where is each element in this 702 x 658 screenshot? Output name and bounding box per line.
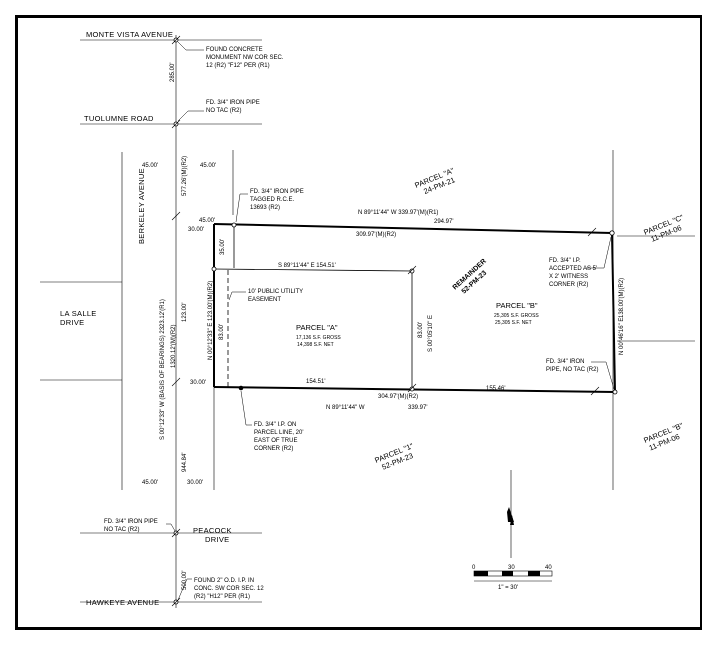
svg-text:CORNER (R2): CORNER (R2) [254, 446, 293, 452]
scale-tick-30: 30 [508, 565, 515, 571]
street-peacock-drive: DRIVE [205, 535, 229, 544]
dim-123: 123.00' [182, 303, 188, 323]
scale-bar [473, 570, 553, 582]
svg-text:FD. 3/4" IRON PIPE: FD. 3/4" IRON PIPE [206, 100, 260, 106]
note-witness: FD. 3/4" I.P. ACCEPTED AS 5' X 2' WITNES… [549, 258, 597, 288]
svg-text:CORNER (R2): CORNER (R2) [549, 282, 588, 288]
note-ip-on-line: FD. 3/4" I.P. ON PARCEL LINE, 20' EAST O… [254, 422, 304, 452]
note-tuolumne-pipe: FD. 3/4" IRON PIPE NO TAC (R2) [206, 100, 260, 114]
svg-text:CONC. SW COR SEC. 12: CONC. SW COR SEC. 12 [194, 586, 264, 592]
adjacent-parcel-1: PARCEL "1" 52-PM-23 [373, 441, 414, 472]
dim-45-mid: 45.00' [199, 218, 215, 224]
parcel-a-net: 14,398 S.F. NET [297, 342, 334, 348]
dim-45-tr: 45.00' [200, 163, 216, 169]
dim-83-inner: 83.00' [418, 322, 424, 338]
street-tuolumne: TUOLUMNE ROAD [84, 114, 154, 123]
note-peacock-pipe: FD. 3/4" IRON PIPE NO TAC (R2) [104, 519, 158, 533]
dim-n0046: N 00°46'16" E [619, 318, 625, 355]
dim-1320: 1320.12'(M)(R2) [171, 325, 177, 369]
dim-577: 577.26'(M)(R2) [182, 156, 188, 196]
svg-text:12 (R2) "F12" PER (R1): 12 (R2) "F12" PER (R1) [206, 63, 270, 69]
note-easement: 10' PUBLIC UTILITY EASEMENT [248, 289, 303, 303]
svg-text:FOUND CONCRETE: FOUND CONCRETE [206, 47, 263, 53]
dim-309-r2: 309.97'(M)(R2) [356, 232, 396, 238]
dim-45-bl: 45.00' [142, 480, 158, 486]
dim-304: 304.97'(M)(R2) [378, 394, 418, 400]
dim-basis: S 00°12'33" W (BASIS OF BEARINGS) 2323.1… [160, 299, 166, 440]
leader-lines [166, 41, 615, 601]
parcel-b-gross: 25,305 S.F. GROSS [494, 313, 539, 319]
ip-marker [238, 385, 244, 391]
adjacent-parcel-c: PARCEL "C" 11-PM-06 [642, 213, 685, 244]
svg-text:NO TAC (R2): NO TAC (R2) [206, 108, 241, 114]
adjacent-parcel-b: PARCEL "B" 11-PM-06 [642, 421, 684, 453]
svg-text:FD. 3/4" IRON PIPE: FD. 3/4" IRON PIPE [104, 519, 158, 525]
dim-339: 339.97' [408, 405, 428, 411]
division-lines [213, 225, 413, 389]
dim-s89-inner: S 89°11'44" E 154.51' [278, 263, 336, 269]
scale-tick-0: 0 [472, 565, 476, 571]
parcel-b-title: PARCEL "B" [496, 301, 538, 310]
dim-138: 138.00'(M)(R2) [619, 278, 625, 318]
parcel-a-gross: 17,136 S.F. GROSS [296, 335, 341, 341]
svg-text:FD. 3/4" I.P.: FD. 3/4" I.P. [549, 258, 581, 264]
dim-n0012: N 00°12'33" E 123.00'(M)(R2) [208, 281, 214, 360]
note-ne-pipe: FD. 3/4" IRON PIPE, NO TAC (R2) [546, 359, 598, 373]
note-found-2in: FOUND 2" O.D. I.P. IN CONC. SW COR SEC. … [194, 578, 264, 600]
dim-n89-top: N 89°11'44" W 339.97'(M)(R1) [358, 210, 438, 216]
svg-text:PIPE, NO TAC (R2): PIPE, NO TAC (R2) [546, 367, 598, 373]
svg-text:TAGGED R.C.E.: TAGGED R.C.E. [250, 197, 295, 203]
svg-text:FD. 3/4" IRON PIPE: FD. 3/4" IRON PIPE [250, 189, 304, 195]
dim-154-bot: 154.51' [306, 379, 326, 385]
dim-35: 35.00' [220, 239, 226, 255]
parcel-b-net: 25,305 S.F. NET [495, 320, 532, 326]
dim-s00-inner: S 00°05'10" E [428, 315, 434, 352]
scale-label: 1" = 30' [498, 585, 518, 591]
street-la-salle: LA SALLE [60, 309, 97, 318]
svg-text:NO TAC (R2): NO TAC (R2) [104, 527, 139, 533]
dim-155: 155.46' [486, 386, 506, 392]
svg-text:(R2) "H12" PER (R1): (R2) "H12" PER (R1) [194, 594, 250, 600]
svg-text:X 2' WITNESS: X 2' WITNESS [549, 274, 588, 280]
parcel-a-title: PARCEL "A" [296, 323, 338, 332]
street-lines [40, 35, 695, 608]
note-monument: FOUND CONCRETE MONUMENT NW COR SEC. 12 (… [206, 47, 284, 69]
dim-500: 500.00' [182, 571, 188, 591]
svg-text:PARCEL LINE, 20': PARCEL LINE, 20' [254, 430, 304, 436]
sheet-border [15, 15, 702, 630]
scale-tick-40: 40 [545, 565, 552, 571]
svg-text:13693 (R2): 13693 (R2) [250, 205, 280, 211]
parcel-boundary [213, 223, 616, 393]
svg-text:FD. 3/4" IRON: FD. 3/4" IRON [546, 359, 584, 365]
monument-markers [173, 37, 618, 605]
street-peacock: PEACOCK [193, 526, 232, 535]
dim-30-tl: 30.00' [188, 227, 204, 233]
svg-text:10' PUBLIC UTILITY: 10' PUBLIC UTILITY [248, 289, 303, 295]
svg-text:ACCEPTED AS 5': ACCEPTED AS 5' [549, 266, 597, 272]
dim-83-left: 83.00' [219, 324, 225, 340]
street-la-salle-drive: DRIVE [60, 318, 84, 327]
dim-944: 944.84' [182, 453, 188, 473]
dim-top-vert: 285.00' [170, 63, 176, 83]
north-arrow-icon [507, 470, 514, 558]
dim-294: 294.97' [434, 219, 454, 225]
street-monte-vista: MONTE VISTA AVENUE [86, 30, 173, 39]
svg-text:MONUMENT NW COR SEC.: MONUMENT NW COR SEC. [206, 55, 284, 61]
dim-30-ml: 30.00' [190, 380, 206, 386]
street-hawkeye: HAWKEYE AVENUE [86, 598, 159, 607]
dim-45-tl: 45.00' [142, 163, 158, 169]
svg-text:FD. 3/4" I.P. ON: FD. 3/4" I.P. ON [254, 422, 296, 428]
svg-text:EAST OF TRUE: EAST OF TRUE [254, 438, 297, 444]
dimension-ticks [171, 35, 600, 607]
street-berkeley: BERKELEY AVENUE [137, 168, 146, 244]
remainder-label: REMAINDER 52-PM-23 [452, 258, 489, 296]
note-tagged-pipe: FD. 3/4" IRON PIPE TAGGED R.C.E. 13693 (… [250, 189, 304, 211]
dim-30-bl: 30.00' [187, 480, 203, 486]
svg-text:EASEMENT: EASEMENT [248, 297, 281, 303]
adjacent-parcel-a: PARCEL "A" 24-PM-21 [413, 166, 456, 196]
dim-n89-bot: N 89°11'44" W [326, 405, 365, 411]
svg-text:FOUND 2" O.D. I.P. IN: FOUND 2" O.D. I.P. IN [194, 578, 254, 584]
